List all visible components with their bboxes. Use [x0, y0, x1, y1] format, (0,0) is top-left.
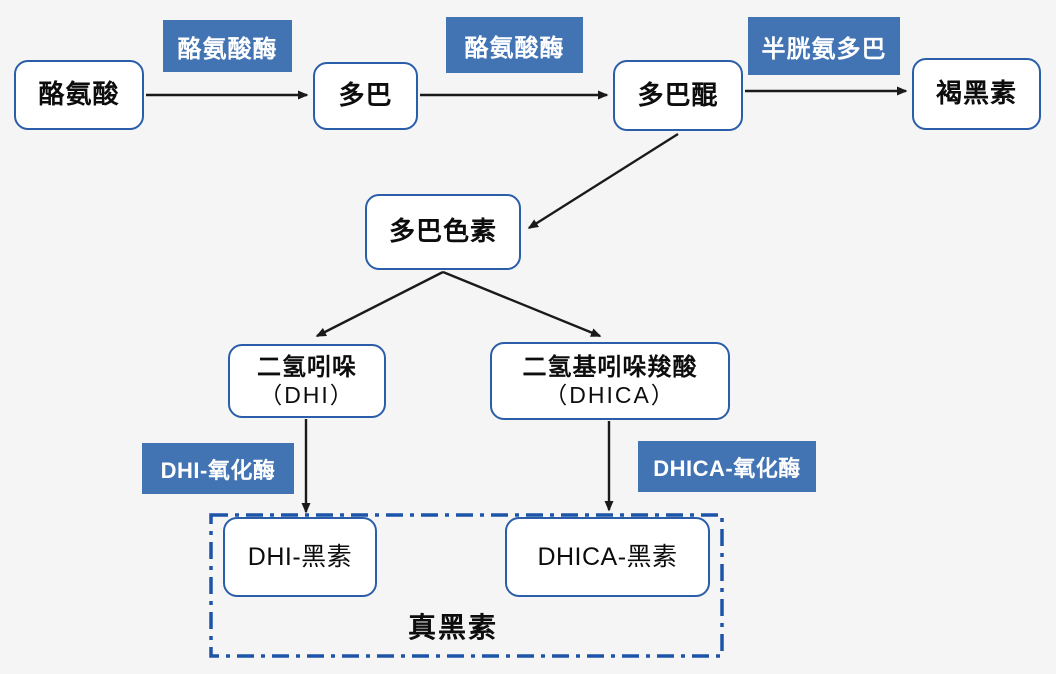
node-dopaquinone: 多巴醌 — [613, 60, 743, 131]
arrow-dopaquinone-to-dopachrome — [527, 132, 679, 230]
node-dhi-abbr: （DHI） — [259, 381, 355, 408]
node-dhi-name: 二氢吲哚 — [257, 353, 357, 381]
node-dhi-melanin: DHI-黑素 — [223, 517, 377, 597]
enzyme-label-dhi-oxidase: DHI-氧化酶 — [142, 443, 294, 494]
node-dopachrome: 多巴色素 — [365, 194, 521, 270]
enzyme-label-dhica-oxidase: DHICA-氧化酶 — [638, 441, 816, 492]
node-tyrosine: 酪氨酸 — [14, 60, 144, 130]
node-pheomelanin: 褐黑素 — [912, 58, 1041, 130]
enzyme-label-tyrosinase-2: 酪氨酸酶 — [446, 17, 583, 73]
eumelanin-group-label: 真黑素 — [407, 612, 498, 643]
node-dhica-abbr: （DHICA） — [544, 381, 676, 408]
node-dhica-name: 二氢基吲哚羧酸 — [522, 353, 698, 381]
node-dhica-melanin: DHICA-黑素 — [505, 517, 710, 597]
enzyme-label-tyrosinase-1: 酪氨酸酶 — [163, 20, 292, 72]
arrow-dopachrome-to-dhi — [315, 270, 444, 338]
node-dopa: 多巴 — [313, 62, 418, 130]
node-dhica: 二氢基吲哚羧酸 （DHICA） — [490, 342, 730, 420]
node-dhi: 二氢吲哚 （DHI） — [228, 344, 386, 418]
arrow-dopachrome-to-dhica — [442, 270, 602, 338]
enzyme-label-cysteinyl-dopa: 半胱氨多巴 — [748, 17, 900, 75]
